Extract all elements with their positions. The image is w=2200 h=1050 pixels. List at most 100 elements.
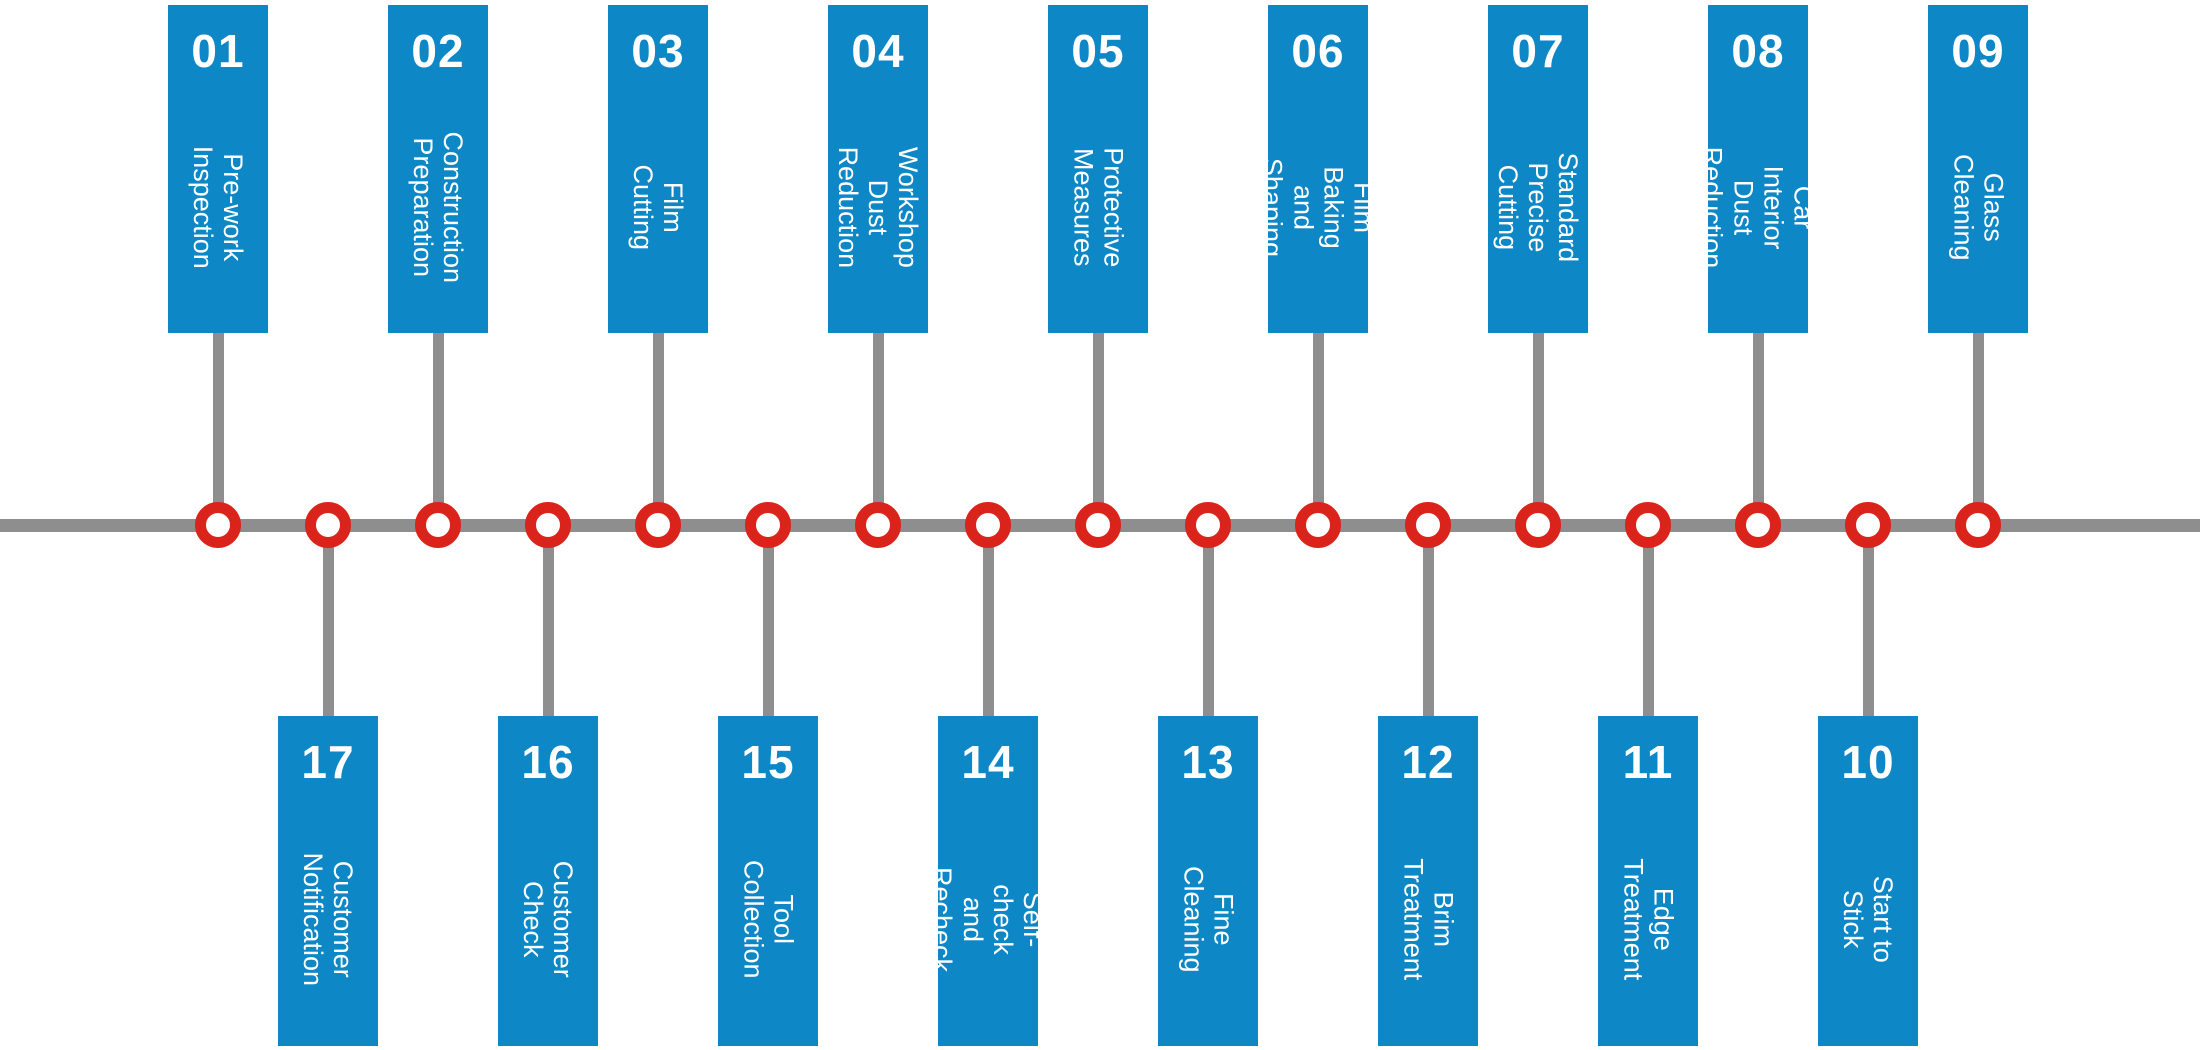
step-box-02: 02 Construction Preparation (388, 5, 488, 333)
step-label: Film Cutting (628, 164, 689, 250)
step-label: Fine Cleaning (1178, 865, 1239, 973)
step-label-wrap: Workshop Dust Reduction (828, 97, 928, 333)
step-box-03: 03 Film Cutting (608, 5, 708, 333)
step-box-08: 08 Car Interior Dust Reduction (1698, 5, 1819, 333)
step-box-14: 14 Self-check and Recheck (928, 716, 1049, 1046)
step-label-wrap: Tool Collection (718, 808, 818, 1046)
step-label: Customer Check (518, 860, 579, 978)
step-label: Pre-work Inspection (188, 145, 249, 269)
step-label: Glass Cleaning (1948, 153, 2009, 261)
step-number: 13 (1181, 736, 1235, 788)
step-label: Construction Preparation (408, 131, 469, 283)
step-label-wrap: Fine Cleaning (1158, 808, 1258, 1046)
connector-stem (1753, 330, 1764, 525)
step-label-wrap: Pre-work Inspection (168, 97, 268, 333)
timeline-node-ring (635, 502, 681, 548)
connector-stem (433, 330, 444, 525)
step-label: Brim Treatment (1398, 857, 1459, 981)
step-label-wrap: Customer Notification (278, 808, 378, 1046)
step-box-04: 04 Workshop Dust Reduction (828, 5, 928, 333)
step-box-01: 01 Pre-work Inspection (168, 5, 268, 333)
step-label: Film Baking and Shaping (1257, 157, 1379, 257)
connector-stem (1423, 525, 1434, 716)
connector-stem (1093, 330, 1104, 525)
step-label: Self-check and Recheck (927, 866, 1049, 972)
step-label-wrap: Protective Measures (1048, 97, 1148, 333)
connector-stem (1643, 525, 1654, 716)
timeline-node-ring (855, 502, 901, 548)
step-number: 03 (631, 25, 685, 77)
step-number: 10 (1841, 736, 1895, 788)
step-label: Car Interior Dust Reduction (1697, 146, 1819, 268)
step-box-17: 17 Customer Notification (278, 716, 378, 1046)
step-number: 08 (1731, 25, 1785, 77)
connector-stem (1863, 525, 1874, 716)
step-box-11: 11 Edge Treatment (1598, 716, 1698, 1046)
connector-stem (653, 330, 664, 525)
step-label-wrap: Edge Treatment (1598, 808, 1698, 1046)
step-label-wrap: Self-check and Recheck (928, 808, 1049, 1046)
connector-stem (213, 330, 224, 525)
connector-stem (1533, 330, 1544, 525)
step-number: 01 (191, 25, 245, 77)
timeline-node-ring (1295, 502, 1341, 548)
timeline-node-ring (525, 502, 571, 548)
step-label-wrap: Customer Check (498, 808, 598, 1046)
timeline-node-ring (965, 502, 1011, 548)
step-number: 17 (301, 736, 355, 788)
step-box-06: 06 Film Baking and Shaping (1258, 5, 1379, 333)
step-number: 05 (1071, 25, 1125, 77)
timeline-node-ring (195, 502, 241, 548)
timeline-node-ring (1075, 502, 1121, 548)
timeline-node-ring (415, 502, 461, 548)
connector-stem (323, 525, 334, 716)
timeline-node-ring (745, 502, 791, 548)
step-label-wrap: Brim Treatment (1378, 808, 1478, 1046)
step-label: Edge Treatment (1618, 857, 1679, 981)
timeline-node-ring (1625, 502, 1671, 548)
step-label: Standard Precise Cutting (1492, 152, 1584, 262)
step-number: 16 (521, 736, 575, 788)
step-box-13: 13 Fine Cleaning (1158, 716, 1258, 1046)
connector-stem (983, 525, 994, 716)
step-label-wrap: Glass Cleaning (1928, 97, 2028, 333)
step-box-07: 07 Standard Precise Cutting (1488, 5, 1588, 333)
step-number: 14 (961, 736, 1015, 788)
step-number: 04 (851, 25, 905, 77)
step-box-15: 15 Tool Collection (718, 716, 818, 1046)
step-box-05: 05 Protective Measures (1048, 5, 1148, 333)
step-label-wrap: Start to Stick (1818, 808, 1918, 1046)
connector-stem (543, 525, 554, 716)
step-box-10: 10 Start to Stick (1818, 716, 1918, 1046)
step-label: Protective Measures (1068, 146, 1129, 268)
step-label-wrap: Car Interior Dust Reduction (1698, 97, 1819, 333)
connector-stem (763, 525, 774, 716)
timeline-node-ring (1515, 502, 1561, 548)
step-label-wrap: Film Baking and Shaping (1258, 97, 1379, 333)
step-label: Workshop Dust Reduction (832, 146, 924, 268)
step-number: 15 (741, 736, 795, 788)
step-number: 02 (411, 25, 465, 77)
timeline-node-ring (1185, 502, 1231, 548)
step-label: Tool Collection (738, 859, 799, 979)
step-label: Start to Stick (1838, 875, 1899, 963)
step-number: 06 (1291, 25, 1345, 77)
connector-stem (1973, 330, 1984, 525)
timeline-node-ring (1955, 502, 2001, 548)
step-label-wrap: Construction Preparation (388, 97, 488, 333)
step-number: 11 (1622, 736, 1674, 788)
step-label-wrap: Standard Precise Cutting (1488, 97, 1588, 333)
timeline-node-ring (1845, 502, 1891, 548)
timeline-node-ring (305, 502, 351, 548)
step-number: 07 (1511, 25, 1565, 77)
step-box-09: 09 Glass Cleaning (1928, 5, 2028, 333)
step-number: 09 (1951, 25, 2005, 77)
step-label-wrap: Film Cutting (608, 97, 708, 333)
connector-stem (1313, 330, 1324, 525)
step-box-12: 12 Brim Treatment (1378, 716, 1478, 1046)
connector-stem (1203, 525, 1214, 716)
step-number: 12 (1401, 736, 1455, 788)
connector-stem (873, 330, 884, 525)
step-box-16: 16 Customer Check (498, 716, 598, 1046)
